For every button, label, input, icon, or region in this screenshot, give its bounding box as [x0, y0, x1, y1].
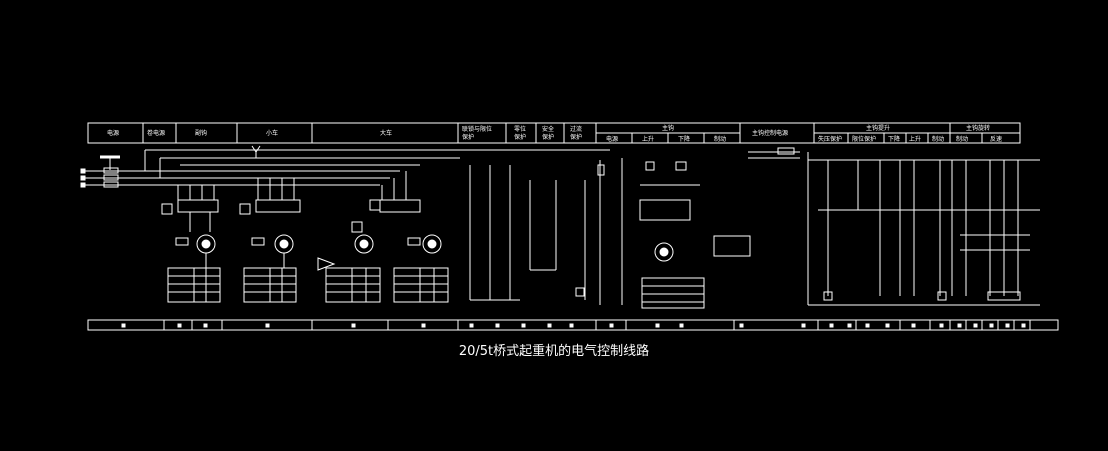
header-main-hook: 主钩 [662, 124, 674, 132]
header-cart: 大车 [380, 129, 392, 137]
header-main-hook-rotate: 主钩旋转 [966, 124, 990, 132]
bottom-index-strip [87, 319, 1059, 331]
sub-raise-voltage-loss: 失压保护 [818, 135, 842, 143]
sub-main-hook-brake: 制动 [714, 135, 726, 143]
header-main-hook-ctrl-power: 主钩控制电源 [752, 129, 788, 137]
sub-rotate-brake: 制动 [956, 135, 968, 143]
sub-rotate-reverse: 反速 [990, 135, 1002, 143]
index-dividers [163, 320, 1031, 330]
sub-main-hook-power: 电源 [606, 135, 618, 143]
protection-ladder [469, 160, 605, 305]
header-interlock-limit: 联锁与限位保护 [462, 125, 492, 141]
sub-raise-up: 上升 [909, 135, 921, 143]
header-trolley: 小车 [266, 129, 278, 137]
main-hook-motor [621, 158, 751, 309]
power-supply [80, 145, 610, 188]
header-main-hook-raise: 主钩提升 [866, 124, 890, 132]
header-table [87, 122, 1021, 144]
motor-group-aux-hook [161, 185, 221, 303]
header-coil-power: 卷电源 [147, 129, 165, 137]
header-aux-hook: 副钩 [195, 129, 207, 137]
sub-main-hook-down: 下降 [678, 135, 690, 143]
sub-main-hook-up: 上升 [642, 135, 654, 143]
header-power: 电源 [107, 129, 119, 137]
diagram-caption: 20/5t桥式起重机的电气控制线路 [458, 344, 650, 359]
motor-group-cart-1 [317, 221, 381, 303]
header-overcurrent-protect: 过流保护 [570, 125, 582, 141]
sub-raise-limit: 限位保护 [852, 135, 876, 143]
header-safety-protect: 安全保护 [542, 125, 554, 141]
header-zero-protect: 零位保护 [514, 125, 526, 141]
index-marks [121, 323, 1026, 328]
main-hook-control [748, 147, 1040, 306]
header-labels: 电源 卷电源 副钩 小车 大车 联锁与限位保护 零位保护 安全保护 过流保护 主… [107, 124, 1002, 143]
sub-raise-brake: 制动 [932, 135, 944, 143]
motor-group-trolley [239, 178, 301, 303]
motor-group-cart-2 [369, 171, 449, 303]
sub-raise-down: 下降 [888, 135, 900, 143]
